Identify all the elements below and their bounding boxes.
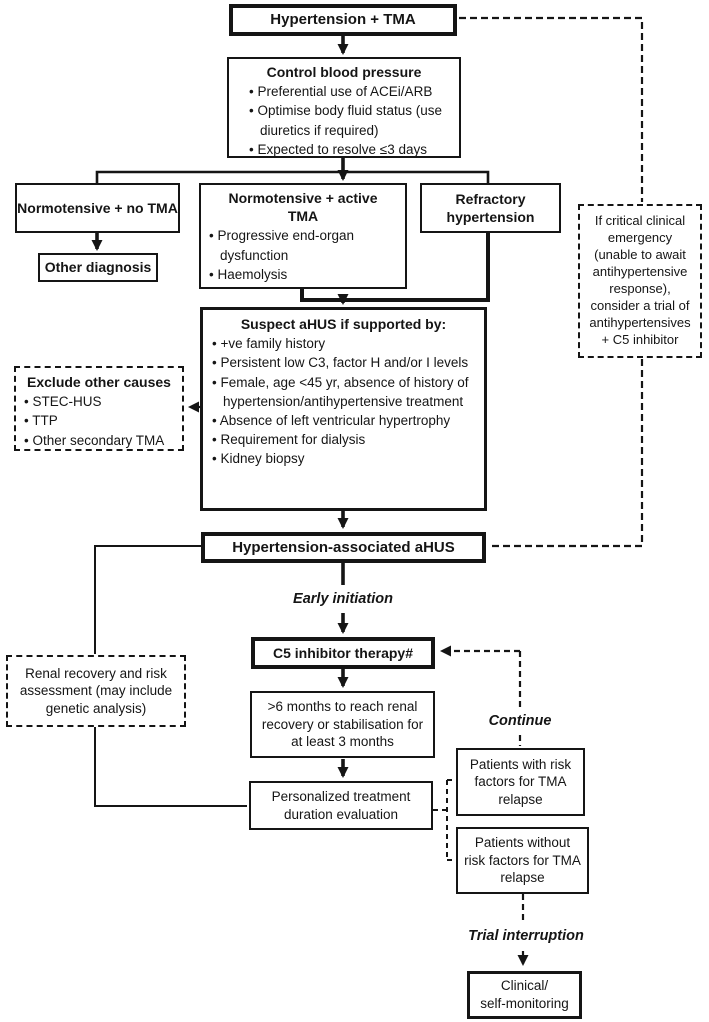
- box-hypertension-tma: Hypertension + TMA: [229, 4, 457, 36]
- bullet-item: Progressive end-organ dysfunction: [207, 226, 399, 264]
- box-hypertension-associated-ahus: Hypertension-associated aHUS: [201, 532, 486, 563]
- bullet-item: Persistent low C3, factor H and/or I lev…: [210, 353, 477, 372]
- box-clinical-self-monitoring: Clinical/ self-monitoring: [467, 971, 582, 1019]
- box-clinical-self-monitoring-label: Clinical/ self-monitoring: [480, 978, 569, 1011]
- bullet-item: TTP: [22, 411, 176, 430]
- merge-line: [300, 233, 490, 302]
- box-hypertension-associated-ahus-label: Hypertension-associated aHUS: [232, 538, 455, 556]
- box-renal-recovery: Renal recovery and risk assessment (may …: [6, 655, 186, 727]
- box-normotensive-active-tma-title: Normotensive + active TMA: [228, 190, 378, 225]
- box-patients-with-risk: Patients with risk factors for TMA relap…: [456, 748, 585, 816]
- normotensive-active-bullets: Progressive end-organ dysfunction Haemol…: [207, 226, 399, 283]
- exclude-causes-bullets: STEC-HUS TTP Other secondary TMA: [22, 392, 176, 449]
- box-normotensive-no-tma-label: Normotensive + no TMA: [17, 199, 178, 216]
- bullet-item: +ve family history: [210, 334, 477, 353]
- box-critical-emergency-label: If critical clinical emergency (unable t…: [589, 213, 691, 347]
- box-six-months-label: >6 months to reach renal recovery or sta…: [261, 699, 424, 750]
- box-suspect-ahus-title: Suspect aHUS if supported by:: [240, 316, 447, 332]
- bullet-item: Expected to resolve ≤3 days: [247, 140, 453, 159]
- box-patients-without-risk: Patients without risk factors for TMA re…: [456, 827, 589, 894]
- bullet-item: STEC-HUS: [22, 392, 176, 411]
- box-patients-with-risk-label: Patients with risk factors for TMA relap…: [469, 756, 572, 807]
- branch-line: [95, 170, 490, 183]
- box-exclude-causes: Exclude other causes STEC-HUS TTP Other …: [14, 366, 184, 451]
- box-other-diagnosis: Other diagnosis: [38, 253, 158, 282]
- bullet-item: Preferential use of ACEi/ARB: [247, 82, 453, 101]
- dashed-title-to-critical: [459, 16, 644, 202]
- box-normotensive-no-tma: Normotensive + no TMA: [15, 183, 180, 233]
- bullet-item: Haemolysis: [207, 265, 399, 284]
- label-trial-interruption: Trial interruption: [468, 928, 584, 944]
- box-suspect-ahus: Suspect aHUS if supported by: +ve family…: [200, 307, 487, 511]
- dashed-critical-to-ahus: [490, 359, 644, 548]
- line-renal-to-personalized: [94, 727, 247, 807]
- bullet-item: Optimise body fluid status (use diuretic…: [247, 101, 453, 139]
- box-personalized-treatment-label: Personalized treatment duration evaluati…: [271, 788, 411, 822]
- label-continue: Continue: [488, 713, 552, 729]
- box-normotensive-active-tma: Normotensive + active TMA Progressive en…: [199, 183, 407, 289]
- box-personalized-treatment: Personalized treatment duration evaluati…: [249, 781, 433, 830]
- box-refractory-hypertension: Refractory hypertension: [420, 183, 561, 233]
- box-critical-emergency: If critical clinical emergency (unable t…: [578, 204, 702, 358]
- box-six-months: >6 months to reach renal recovery or sta…: [250, 691, 435, 758]
- box-refractory-hypertension-label: Refractory hypertension: [446, 190, 535, 225]
- bullet-item: Kidney biopsy: [210, 449, 477, 468]
- box-c5-inhibitor-therapy-label: C5 inhibitor therapy#: [272, 644, 414, 661]
- bullet-item: Requirement for dialysis: [210, 430, 477, 449]
- box-control-bp: Control blood pressure Preferential use …: [227, 57, 461, 158]
- bullet-item: Other secondary TMA: [22, 431, 176, 450]
- bullet-item: Female, age <45 yr, absence of history o…: [210, 373, 477, 411]
- box-exclude-causes-title: Exclude other causes: [27, 374, 171, 390]
- suspect-ahus-bullets: +ve family history Persistent low C3, fa…: [210, 334, 477, 468]
- label-early-initiation: Early initiation: [293, 591, 393, 607]
- box-renal-recovery-label: Renal recovery and risk assessment (may …: [19, 665, 173, 716]
- box-other-diagnosis-label: Other diagnosis: [44, 259, 152, 276]
- dashed-bracket-personalized: [433, 779, 454, 861]
- box-hypertension-tma-label: Hypertension + TMA: [270, 11, 416, 29]
- box-c5-inhibitor-therapy: C5 inhibitor therapy#: [251, 637, 435, 669]
- control-bp-bullets: Preferential use of ACEi/ARB Optimise bo…: [235, 82, 453, 159]
- box-control-bp-title: Control blood pressure: [266, 64, 422, 80]
- line-ahus-to-renal: [94, 545, 201, 654]
- box-patients-without-risk-label: Patients without risk factors for TMA re…: [464, 835, 581, 886]
- bullet-item: Absence of left ventricular hypertrophy: [210, 411, 477, 430]
